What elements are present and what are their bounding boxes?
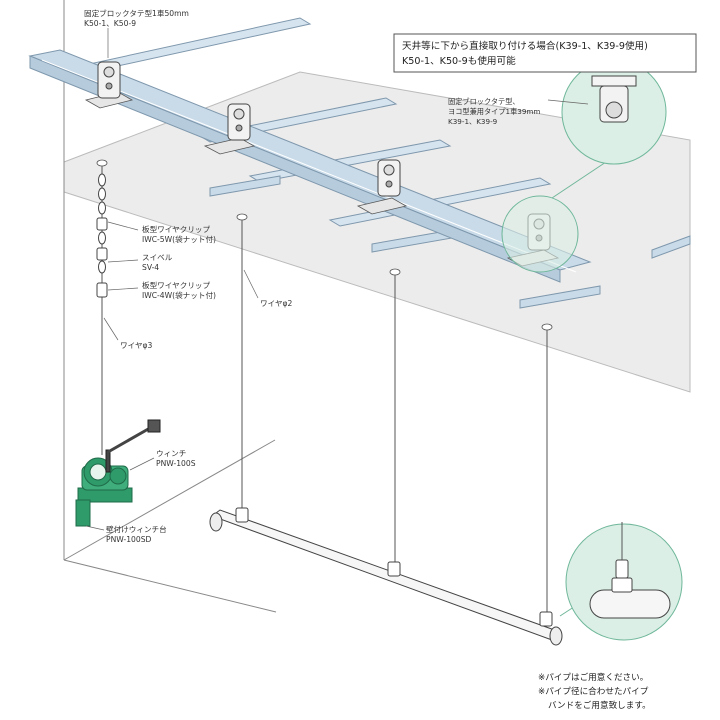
block-top-code-label: K50-1、K50-9 [84,19,136,28]
pulley-block-3 [377,159,401,197]
winch-name-label: ウィンチ [156,449,186,458]
note-line-2: K50-1、K50-9も使用可能 [402,55,516,67]
cross-braces [209,175,691,309]
block-side-model-label: 固定ブロックタテ型、 [448,97,520,106]
chain-assembly [96,173,108,298]
winch-base-code-label: PNW-100SD [106,535,152,544]
winch [75,419,161,527]
wire3-label: ワイヤφ3 [120,341,153,350]
footnote-line-2: ※パイプ径に合わせたパイプ [538,685,649,697]
room-outline [63,0,277,613]
pulley-block-1 [97,61,121,99]
swivel-name-label: スイベル [142,253,173,262]
footnote-line-3: バンドをご用意致します。 [548,699,651,711]
footnote-line-1: ※パイプはご用意ください。 [538,671,648,683]
block-side-type-label: ヨコ型兼用タイプ1車39mm [448,107,540,116]
clip-bottom-name-label: 板型ワイヤクリップ [142,280,211,290]
block-top-model-label: 固定ブロックタテ型1車50mm [84,8,189,18]
swivel-code-label: SV-4 [142,263,159,272]
clip-top-code-label: IWC-5W(袋ナット付) [142,234,216,244]
pipe-band-callout [559,522,683,641]
winch-code-label: PNW-100S [156,459,196,468]
clip-top-name-label: 板型ワイヤクリップ [142,224,211,234]
main-rail [28,49,592,283]
ceiling-holes [96,159,553,331]
hanging-pipe [209,509,563,646]
pulley-block-2 [227,103,251,141]
pulley-callout [501,59,667,273]
pipe-bands [235,507,553,627]
wire2-label: ワイヤφ2 [260,299,293,308]
note-box [393,33,697,73]
clip-bottom-code-label: IWC-4W(袋ナット付) [142,290,216,300]
note-line-1: 天井等に下から直接取り付ける場合(K39-1、K39-9使用) [402,40,648,52]
winch-base-name-label: 壁付けウィンチ台 [106,524,167,534]
block-side-code-label: K39-1、K39-9 [448,117,498,126]
